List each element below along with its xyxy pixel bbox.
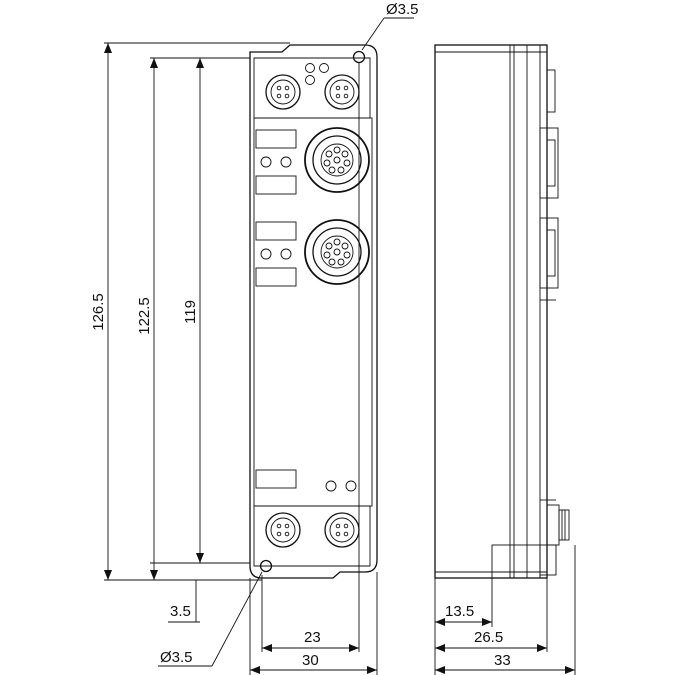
top-mounting-hole (352, 50, 366, 64)
side-view (434, 44, 570, 579)
bottom-connector-panel (253, 505, 371, 567)
bottom-left-m8-connector (265, 512, 301, 548)
top-led-3 (305, 75, 315, 85)
led-2b (280, 248, 292, 260)
top-right-m8-connector (324, 74, 360, 110)
led-1a (260, 156, 272, 168)
side-m12-1 (539, 127, 559, 199)
dim-side-d3: 33 (494, 652, 511, 669)
dim-width-inner: 23 (304, 629, 321, 646)
led-3b (345, 480, 357, 492)
led-2a (260, 248, 272, 260)
dim-height-mid: 122.5 (136, 297, 153, 335)
label-block-3 (255, 221, 297, 241)
front-dimensions: 126.5 122.5 119 3.5 Ø3.5 Ø3.5 23 30 (90, 1, 419, 675)
dim-side-d1: 13.5 (445, 603, 474, 620)
side-m12-2 (539, 217, 559, 289)
top-connector-panel (253, 57, 371, 119)
front-view (249, 44, 378, 579)
led-1b (280, 156, 292, 168)
side-connector-top (546, 69, 556, 113)
side-dimensions: 13.5 26.5 33 (434, 545, 576, 675)
label-block-5 (255, 469, 297, 489)
side-housing (434, 44, 548, 579)
m12-connector-1 (304, 127, 370, 193)
top-left-m8-connector (265, 74, 301, 110)
side-bottom-plug (491, 504, 570, 579)
dim-hole-top: Ø3.5 (386, 1, 419, 18)
bottom-mounting-hole (259, 559, 273, 573)
led-3a (325, 480, 337, 492)
top-led-2 (319, 63, 329, 73)
dim-height-inner: 119 (182, 300, 199, 324)
label-block-2 (255, 175, 297, 195)
dim-side-d2: 26.5 (474, 629, 503, 646)
front-housing-outline (249, 44, 378, 579)
label-block-4 (255, 267, 297, 287)
dim-offset-bottom: 3.5 (170, 603, 191, 620)
top-led-1 (305, 63, 315, 73)
bottom-right-m8-connector (324, 512, 360, 548)
dim-width-total: 30 (302, 652, 319, 669)
dim-height-total: 126.5 (90, 293, 107, 331)
dim-hole-bottom: Ø3.5 (160, 649, 193, 666)
m12-connector-2 (304, 219, 370, 285)
label-block-1 (255, 129, 297, 149)
